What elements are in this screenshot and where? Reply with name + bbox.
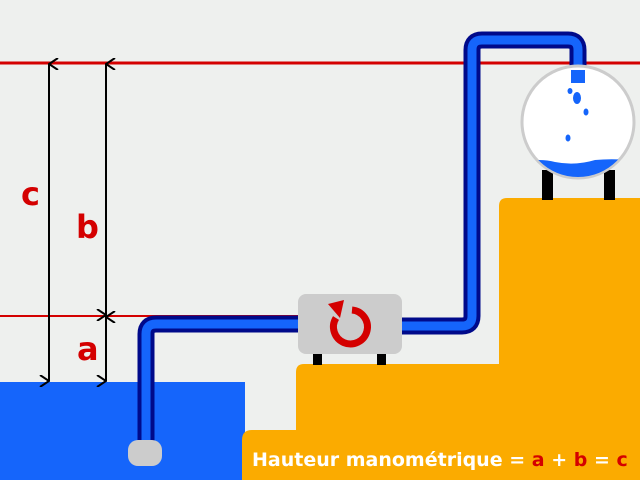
water-drop (565, 134, 571, 142)
strainer (128, 440, 162, 466)
rotation-arrow-icon (328, 300, 371, 348)
water-drop (567, 88, 573, 94)
label-a: a (77, 330, 99, 368)
water-reservoir (0, 382, 245, 480)
label-b: b (76, 208, 99, 246)
ground-step-low (242, 430, 640, 480)
label-c: c (21, 175, 40, 213)
discharge-pipe (400, 31, 587, 335)
water-drop (573, 92, 581, 104)
formula-text: Hauteur manométrique = a + b = c (252, 449, 628, 471)
pump (298, 294, 402, 365)
suction-pipe (137, 315, 300, 448)
ground-step-middle (296, 364, 640, 430)
ground-step-high (499, 198, 640, 364)
storage-tank (520, 64, 636, 200)
water-drop (583, 108, 589, 116)
